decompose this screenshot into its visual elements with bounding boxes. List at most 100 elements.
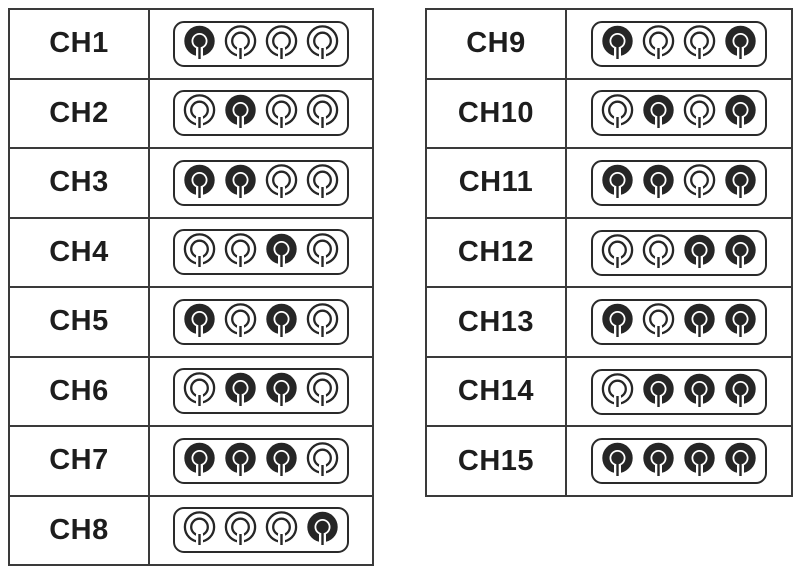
table-row: CH7 [10,425,372,495]
panel-cell [150,358,372,426]
switch-panel [591,159,767,206]
rotary-switch-on-icon [266,234,297,268]
rotary-switch-on-icon [602,303,633,338]
rotary-switch-off-icon [224,233,257,268]
channel-label: CH3 [10,149,150,217]
channel-label: CH7 [10,427,150,495]
rotary-switch-on-icon [307,512,338,546]
switch-panel [591,368,767,415]
rotary-switch-off-icon [642,25,675,59]
panel-cell [567,427,791,495]
channel-label: CH4 [10,218,150,286]
rotary-switch-on-icon [225,442,256,476]
table-row: CH1 [10,10,372,78]
rotary-switch-off-icon [601,233,634,268]
channel-label: CH15 [427,427,567,496]
rotary-switch-off-icon [183,233,216,268]
rotary-switch-on-icon [266,303,297,337]
table-row: CH3 [10,147,372,217]
rotary-switch-off-icon [224,24,257,59]
rotary-switch-off-icon [306,372,339,407]
channel-label: CH6 [10,357,150,425]
rotary-switch-off-icon [683,94,716,129]
switch-panel [591,438,767,485]
rotary-switch-on-icon [602,443,633,477]
rotary-switch-on-icon [184,25,215,59]
rotary-switch-off-icon [265,163,298,198]
channel-label: CH1 [10,10,150,78]
rotary-switch-off-icon [306,94,339,129]
table-row: CH15 [427,425,791,496]
rotary-switch-on-icon [225,164,256,198]
rotary-switch-on-icon [184,442,215,476]
switch-panel [173,20,349,67]
rotary-switch-off-icon [683,25,716,59]
rotary-switch-on-icon [643,95,674,129]
table-row: CH13 [427,286,791,356]
channel-label: CH10 [427,79,567,148]
rotary-switch-on-icon [725,443,756,477]
rotary-switch-on-icon [684,303,715,338]
panel-cell [567,10,791,78]
rotary-switch-on-icon [643,164,674,198]
rotary-switch-off-icon [306,302,339,337]
panel-cell [150,10,372,78]
rotary-switch-on-icon [266,373,297,407]
switch-panel [173,159,349,206]
panel-cell [150,80,372,148]
rotary-switch-on-icon [725,234,756,268]
rotary-switch-on-icon [225,95,256,129]
switch-panel [173,368,349,415]
channel-label: CH2 [10,79,150,147]
channel-label: CH13 [427,288,567,356]
rotary-switch-on-icon [725,164,756,198]
table-row: CH6 [10,355,372,426]
rotary-switch-on-icon [643,443,674,477]
switch-panel [173,229,349,276]
table-row: CH11 [427,147,791,217]
channel-label: CH14 [427,357,567,426]
table-row: CH14 [427,355,791,426]
channel-label: CH11 [427,149,567,217]
rotary-switch-on-icon [725,95,756,129]
panel-cell [567,288,791,356]
panel-cell [567,80,791,148]
rotary-switch-on-icon [725,373,756,407]
rotary-switch-off-icon [683,164,716,198]
rotary-switch-on-icon [684,443,715,477]
rotary-switch-on-icon [184,303,215,337]
rotary-switch-off-icon [306,163,339,198]
table-row: CH12 [427,216,791,287]
rotary-switch-off-icon [306,24,339,59]
rotary-switch-off-icon [601,372,634,407]
rotary-switch-on-icon [602,25,633,59]
rotary-switch-on-icon [643,373,674,407]
panel-cell [150,427,372,495]
channel-label: CH8 [10,496,150,564]
rotary-switch-off-icon [306,441,339,476]
rotary-switch-on-icon [225,373,256,407]
table-row: CH8 [10,494,372,565]
table-row: CH10 [427,77,791,148]
rotary-switch-off-icon [265,511,298,546]
rotary-switch-on-icon [184,164,215,198]
rotary-switch-on-icon [725,303,756,338]
rotary-switch-off-icon [224,302,257,337]
rotary-switch-on-icon [684,234,715,268]
panel-cell [567,149,791,217]
rotary-switch-on-icon [266,442,297,476]
panel-cell [150,149,372,217]
panel-cell [150,219,372,287]
panel-cell [150,497,372,565]
rotary-switch-off-icon [183,94,216,129]
panel-cell [567,358,791,426]
rotary-switch-off-icon [306,233,339,268]
rotary-switch-off-icon [601,94,634,129]
channel-label: CH12 [427,218,567,287]
rotary-switch-off-icon [224,511,257,546]
switch-panel [591,299,767,346]
table-row: CH4 [10,216,372,287]
rotary-switch-off-icon [183,511,216,546]
rotary-switch-off-icon [183,372,216,407]
